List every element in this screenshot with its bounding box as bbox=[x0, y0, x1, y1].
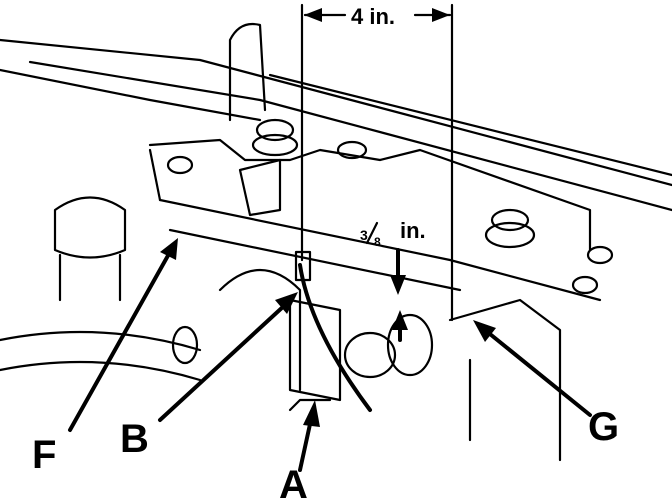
svg-text:A: A bbox=[279, 463, 308, 500]
dimension-4in: 4 in. bbox=[300, 3, 454, 322]
bolt-icon bbox=[166, 118, 614, 295]
dimension-3-8in: 3 8 in. bbox=[360, 218, 426, 342]
svg-text:B: B bbox=[120, 417, 149, 461]
callout-g: G bbox=[473, 320, 619, 449]
callout-f: F bbox=[32, 238, 178, 477]
fraction-denominator: 8 bbox=[374, 235, 381, 249]
engine-drawing bbox=[0, 22, 672, 462]
svg-text:G: G bbox=[588, 405, 619, 449]
dimension-4in-label: 4 in. bbox=[351, 4, 395, 29]
svg-text:F: F bbox=[32, 433, 56, 477]
callout-a: A bbox=[279, 400, 320, 500]
dimension-3-8in-unit: in. bbox=[400, 218, 426, 243]
callout-b: B bbox=[120, 292, 298, 461]
fraction-numerator: 3 bbox=[360, 227, 368, 243]
